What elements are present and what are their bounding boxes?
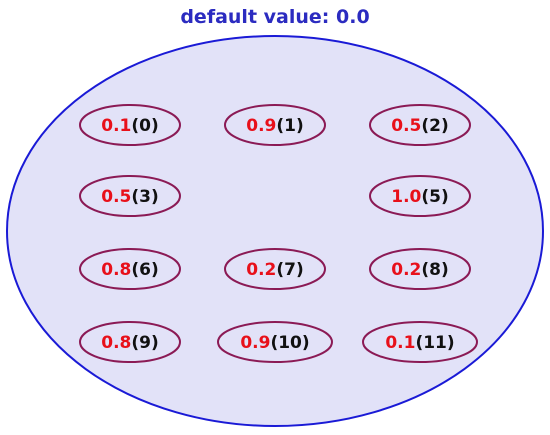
cell-index: (11) bbox=[415, 333, 454, 353]
cell-label: 0.2(8) bbox=[391, 260, 449, 280]
cell-index: (0) bbox=[131, 116, 158, 136]
cell-value: 0.5 bbox=[391, 116, 421, 136]
cell-ellipse bbox=[79, 104, 181, 146]
cell-label: 0.9(1) bbox=[246, 116, 304, 136]
cell-ellipse bbox=[217, 321, 333, 363]
cell-index: (3) bbox=[131, 187, 158, 207]
cell-7: 0.2(7) bbox=[224, 248, 326, 290]
diagram-title: default value: 0.0 bbox=[0, 6, 550, 28]
cell-11: 0.1(11) bbox=[362, 321, 478, 363]
title-label: default value: bbox=[180, 6, 330, 28]
cell-ellipse bbox=[79, 321, 181, 363]
cell-10: 0.9(10) bbox=[217, 321, 333, 363]
cell-label: 0.8(6) bbox=[101, 260, 159, 280]
cell-ellipse bbox=[369, 248, 471, 290]
cell-value: 1.0 bbox=[391, 187, 421, 207]
cell-label: 0.5(2) bbox=[391, 116, 449, 136]
cell-value: 0.9 bbox=[246, 116, 276, 136]
cell-2: 0.5(2) bbox=[369, 104, 471, 146]
cell-index: (1) bbox=[276, 116, 303, 136]
cell-value: 0.2 bbox=[391, 260, 421, 280]
cell-index: (6) bbox=[131, 260, 158, 280]
cell-9: 0.8(9) bbox=[79, 321, 181, 363]
title-value: 0.0 bbox=[336, 6, 370, 28]
cell-index: (8) bbox=[421, 260, 448, 280]
cell-label: 0.2(7) bbox=[246, 260, 304, 280]
cell-value: 0.9 bbox=[240, 333, 270, 353]
cell-label: 0.9(10) bbox=[240, 333, 309, 353]
cell-ellipse bbox=[79, 248, 181, 290]
cell-value: 0.2 bbox=[246, 260, 276, 280]
cell-value: 0.1 bbox=[101, 116, 131, 136]
cell-1: 0.9(1) bbox=[224, 104, 326, 146]
cell-value: 0.8 bbox=[101, 333, 131, 353]
cell-ellipse bbox=[224, 104, 326, 146]
cell-8: 0.2(8) bbox=[369, 248, 471, 290]
cell-6: 0.8(6) bbox=[79, 248, 181, 290]
cell-ellipse bbox=[369, 104, 471, 146]
cell-label: 0.1(11) bbox=[385, 333, 454, 353]
cell-index: (5) bbox=[421, 187, 448, 207]
cell-ellipse bbox=[362, 321, 478, 363]
cell-label: 0.5(3) bbox=[101, 187, 159, 207]
cell-0: 0.1(0) bbox=[79, 104, 181, 146]
cell-label: 0.8(9) bbox=[101, 333, 159, 353]
cell-label: 0.1(0) bbox=[101, 116, 159, 136]
cell-index: (7) bbox=[276, 260, 303, 280]
cell-5: 1.0(5) bbox=[369, 175, 471, 217]
cell-index: (10) bbox=[270, 333, 309, 353]
cell-index: (9) bbox=[131, 333, 158, 353]
cell-value: 0.1 bbox=[385, 333, 415, 353]
cell-ellipse bbox=[79, 175, 181, 217]
cell-3: 0.5(3) bbox=[79, 175, 181, 217]
container-ellipse bbox=[6, 35, 544, 427]
cell-value: 0.8 bbox=[101, 260, 131, 280]
cell-ellipse bbox=[369, 175, 471, 217]
cell-value: 0.5 bbox=[101, 187, 131, 207]
cell-ellipse bbox=[224, 248, 326, 290]
cell-label: 1.0(5) bbox=[391, 187, 449, 207]
cell-index: (2) bbox=[421, 116, 448, 136]
